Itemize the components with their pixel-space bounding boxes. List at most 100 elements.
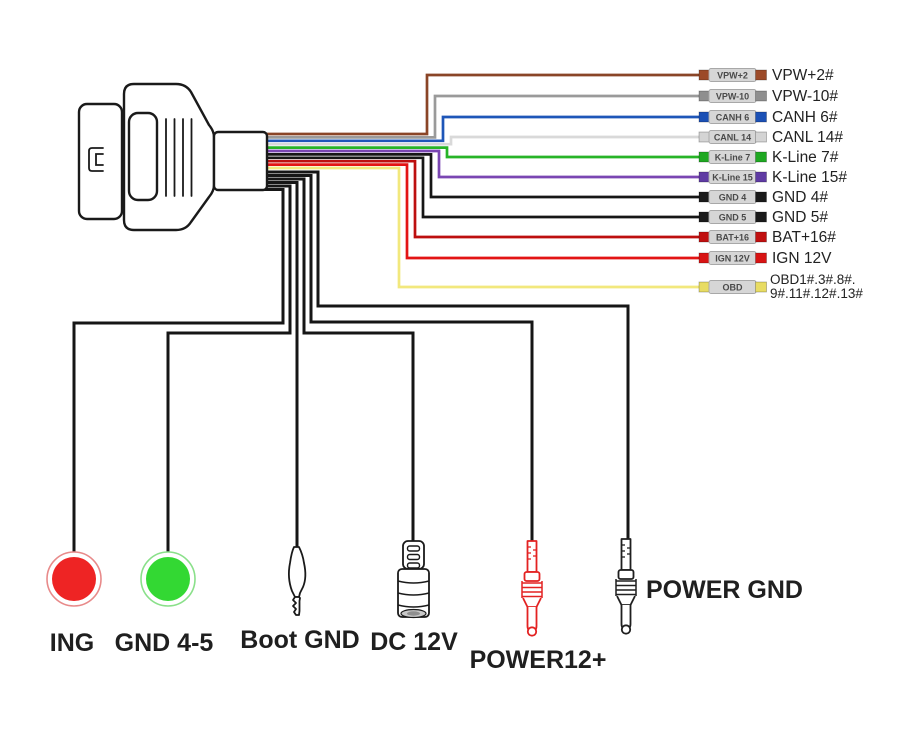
ing-label: ING	[50, 629, 94, 657]
obd-plug-key-notch	[88, 147, 104, 172]
terminal-label: GND 4#	[772, 189, 828, 206]
dc12v-plug: DC 12V	[370, 540, 458, 656]
power-gnd-plug: POWER GND	[615, 538, 803, 635]
terminal-gnd4: GND 4 GND 4#	[698, 189, 828, 206]
terminal-sleeve-label: GND 5	[719, 213, 747, 223]
terminal-crimp	[698, 191, 711, 203]
gnd45-jack: GND 4-5	[115, 551, 214, 657]
clip-body	[288, 546, 307, 598]
terminal-crimp	[698, 131, 711, 143]
terminal-crimp	[698, 252, 711, 264]
obd-connector	[77, 82, 269, 232]
terminal-obd: OBD OBD1#.3#.8#. 9#.11#.12#.13#	[698, 272, 863, 301]
barrel-ridge-1	[397, 580, 430, 584]
wire-boot-gnd	[260, 181, 299, 548]
terminal-bat16: BAT+16 BAT+16#	[698, 229, 836, 246]
wire-gnd4	[260, 153, 700, 199]
terminal-sleeve-label: CANL 14	[714, 133, 751, 143]
terminal-label: CANL 14#	[772, 129, 843, 146]
wire-vpw2	[260, 73, 700, 136]
terminal-sleeve-label: OBD	[723, 283, 744, 293]
plug-collar	[617, 569, 635, 580]
wire-kline15	[260, 149, 700, 179]
plug-rib-sides	[615, 579, 637, 596]
terminal-sleeve-label: VPW-10	[716, 92, 749, 102]
barrel-slot-2	[406, 553, 421, 561]
clip-jaw	[292, 596, 301, 616]
barrel-ridge-2	[397, 592, 430, 596]
wire-canh6	[260, 115, 700, 143]
terminal-sleeve-label: CANH 6	[716, 113, 750, 123]
wire-vpw10	[260, 94, 700, 139]
gnd45-jack-contact	[146, 557, 190, 601]
plug-ribs	[616, 580, 636, 596]
terminal-gnd5: GND 5 GND 5#	[698, 209, 828, 226]
terminal-crimp	[698, 111, 711, 123]
terminal-crimp	[698, 151, 711, 163]
terminal-crimp	[755, 90, 767, 102]
plug-tip	[620, 624, 632, 635]
wire-canl14	[260, 135, 700, 146]
terminal-canh6: CANH 6 CANH 6#	[698, 109, 838, 126]
terminal-label: K-Line 7#	[772, 149, 839, 166]
terminal-label: CANH 6#	[772, 109, 838, 126]
right-terminals: VPW+2 VPW+2# VPW-10 VPW-10# CANH 6 CANH …	[698, 67, 863, 301]
terminal-sleeve-label: BAT+16	[716, 233, 749, 243]
terminal-canl14: CANL 14 CANL 14#	[698, 129, 843, 146]
wire-gnd45	[166, 184, 292, 553]
terminal-crimp	[698, 211, 711, 223]
plug-tip	[526, 626, 538, 637]
power12-label: POWER12+	[470, 646, 607, 674]
terminal-vpw2: VPW+2 VPW+2#	[698, 67, 834, 84]
gnd45-label: GND 4-5	[115, 629, 214, 657]
barrel-slot-3	[406, 562, 421, 569]
boot-gnd-clip: Boot GND	[240, 546, 360, 654]
terminal-label: IGN 12V	[772, 250, 832, 267]
wire-dc12v	[260, 177, 415, 542]
plug-cone	[616, 595, 636, 606]
bottom-connectors: ING GND 4-5 Boot GND DC 12V	[46, 538, 803, 674]
terminal-label: GND 5#	[772, 209, 828, 226]
terminal-crimp	[698, 281, 711, 293]
dc12v-label: DC 12V	[370, 628, 458, 656]
terminal-kline15: K-Line 15 K-Line 15#	[698, 169, 847, 186]
wire-gnd5	[260, 156, 700, 219]
terminal-label: VPW-10#	[772, 88, 838, 105]
boot-gnd-label: Boot GND	[240, 626, 359, 654]
barrel-opening-inner	[407, 611, 420, 616]
obd-plug-key-notch-inner	[95, 153, 104, 166]
terminal-crimp	[755, 211, 767, 223]
colored-wires	[260, 73, 700, 289]
terminal-sleeve-label: GND 4	[719, 193, 747, 203]
terminal-crimp	[755, 231, 767, 243]
terminal-crimp	[755, 281, 767, 293]
terminal-crimp	[755, 151, 767, 163]
terminal-kline7: K-Line 7 K-Line 7#	[698, 149, 839, 166]
wire-bat16	[260, 159, 700, 239]
plug-rib-sides	[521, 581, 543, 598]
wire-power12	[260, 174, 534, 542]
obd-plug-head	[77, 102, 124, 221]
ing-jack-contact	[52, 557, 96, 601]
plug-cone	[522, 597, 542, 608]
terminal-sleeve-label: K-Line 7	[715, 153, 751, 163]
harness-wires	[72, 170, 630, 553]
terminal-crimp	[698, 171, 711, 183]
obd-plug-strain-relief	[212, 130, 269, 192]
terminal-crimp	[698, 231, 711, 243]
power-gnd-label: POWER GND	[646, 576, 803, 604]
terminal-label: BAT+16#	[772, 229, 836, 246]
terminal-label-line2: 9#.11#.12#.13#	[770, 286, 863, 301]
terminal-crimp	[698, 69, 711, 81]
terminal-vpw10: VPW-10 VPW-10#	[698, 88, 838, 105]
terminal-sleeve-label: IGN 12V	[715, 254, 750, 264]
terminal-label: K-Line 15#	[772, 169, 847, 186]
terminal-crimp	[755, 69, 767, 81]
ing-jack: ING	[46, 551, 102, 657]
terminal-label-line1: OBD1#.3#.8#.	[770, 272, 856, 287]
terminal-crimp	[755, 191, 767, 203]
wire-obd	[260, 166, 700, 289]
barrel-ridge-3	[397, 604, 430, 608]
